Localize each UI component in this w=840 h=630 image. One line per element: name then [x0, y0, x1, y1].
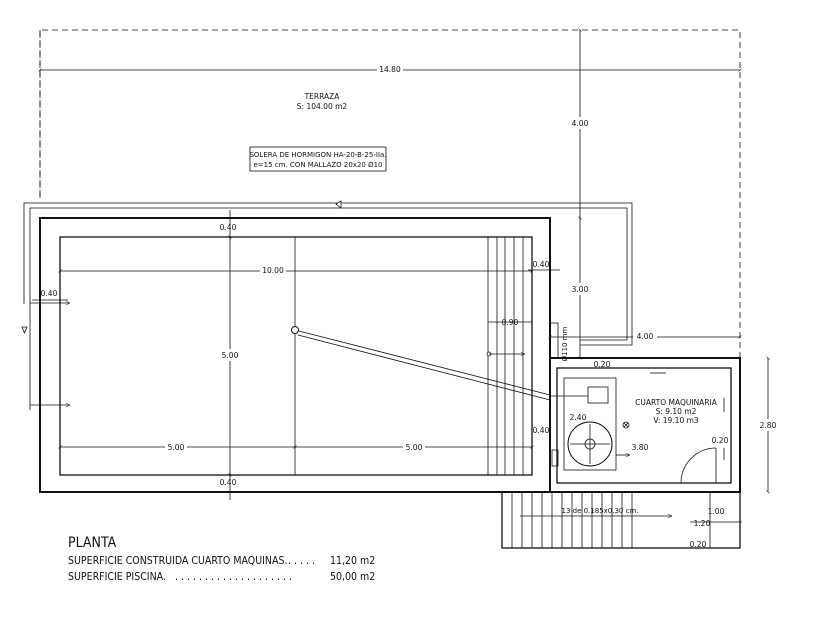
- dim-room-inner-width: 3.80: [632, 443, 649, 452]
- legend-line2-label: SUPERFICIE PISCINA.: [68, 571, 166, 583]
- perimeter-pipe: [21, 200, 633, 410]
- legend-title: PLANTA: [68, 535, 117, 551]
- legend-line2-dots: . . . . . . . . . . . . . . . . . . . .: [175, 571, 292, 583]
- svg-text:3.00: 3.00: [572, 285, 589, 294]
- dim-half-left: 5.00: [58, 440, 297, 452]
- machine-room-volume: V: 19.10 m3: [653, 416, 699, 425]
- svg-text:5.00: 5.00: [168, 443, 185, 452]
- dim-pipe-diameter: Ø110 mm: [561, 326, 569, 361]
- legend: PLANTA SUPERFICIE CONSTRUIDA CUARTO MAQU…: [68, 535, 375, 583]
- stairs-note: 13 de 0.185x0.30 cm.: [562, 507, 639, 515]
- dim-right-offset: 4.00: [548, 330, 742, 342]
- dim-wall-small: 0.20: [690, 540, 707, 549]
- svg-text:2.80: 2.80: [760, 421, 777, 430]
- dim-wall-top: 0.40: [220, 223, 237, 232]
- dim-room-height: 2.80: [756, 356, 780, 494]
- dim-half-right: 5.00: [293, 440, 534, 452]
- dim-wall-left: 0.40: [41, 289, 58, 298]
- dim-pump: 2.40: [570, 413, 587, 422]
- dim-total-width-label: 14.80: [379, 65, 401, 74]
- slab-note: SOLERA DE HORMIGON HA-20-B-25-IIa. e=15 …: [249, 146, 387, 172]
- dim-wall-right-bottom: 0.40: [533, 426, 550, 435]
- dim-pool-length: 10.00: [58, 264, 534, 276]
- legend-line2-value: 50,00 m2: [330, 571, 375, 583]
- dim-wall-right-top: 0.40: [533, 260, 550, 269]
- slab-note-line2: e=15 cm. CON MALLAZO 20x20 Ø10: [254, 161, 383, 169]
- dim-step-zone: 0.90: [502, 318, 519, 327]
- pool: [39, 217, 551, 493]
- svg-text:4.00: 4.00: [572, 119, 589, 128]
- terrace-outline: [39, 29, 741, 358]
- machine-room-label: CUARTO MAQUINARIA: [635, 398, 718, 407]
- legend-line1-label: SUPERFICIE CONSTRUIDA CUARTO MAQUINAS.: [68, 555, 287, 567]
- legend-line1-dots: . . . . .: [288, 555, 315, 567]
- machine-room: Ø110 mm: [549, 322, 741, 493]
- dim-total-width: 14.80: [38, 63, 742, 75]
- dim-stair-offset: 1.20: [694, 519, 711, 528]
- svg-text:4.00: 4.00: [637, 332, 654, 341]
- svg-text:5.00: 5.00: [222, 351, 239, 360]
- terrace-surface: S: 104.00 m2: [297, 102, 348, 111]
- machine-room-surface: S: 9.10 m2: [656, 407, 697, 416]
- dim-pool-width: 5.00: [219, 235, 241, 477]
- dim-right-height: 3.00: [568, 216, 592, 360]
- terrace-label: TERRAZA: [304, 92, 341, 101]
- legend-line1-value: 11,20 m2: [330, 555, 375, 567]
- dim-terrace-depth: 4.00: [568, 28, 592, 220]
- suction-pipe: [291, 326, 551, 401]
- dim-wall-bottom: 0.40: [220, 478, 237, 487]
- slab-note-line1: SOLERA DE HORMIGON HA-20-B-25-IIa.: [249, 151, 386, 159]
- dim-room-wall-right: 0.20: [712, 436, 729, 445]
- svg-text:10.00: 10.00: [262, 266, 284, 275]
- dim-room-wall-top: 0.20: [594, 360, 611, 369]
- svg-text:5.00: 5.00: [406, 443, 423, 452]
- stairs: [501, 491, 741, 549]
- dim-door-width: 1.00: [708, 507, 725, 516]
